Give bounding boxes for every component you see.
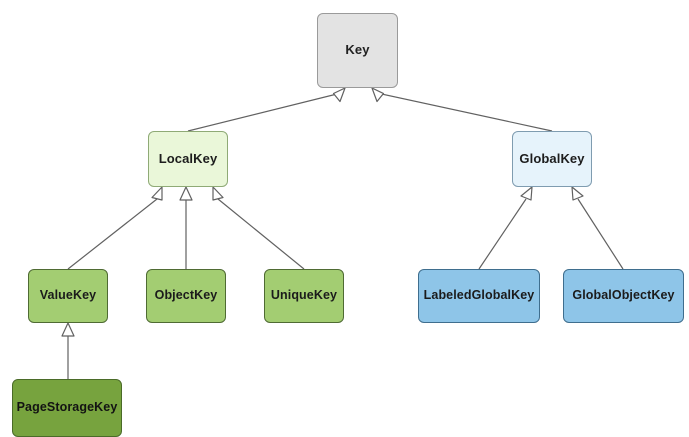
class-node-globalobjectkey-label: GlobalObjectKey (572, 288, 675, 303)
class-node-globalkey[interactable]: GlobalKey (512, 131, 592, 187)
class-node-globalobjectkey[interactable]: GlobalObjectKey (563, 269, 684, 323)
edge-valuekey-to-localkey (67, 186, 163, 270)
edge-globalobjectkey-to-globalkey (571, 186, 624, 270)
class-node-globalkey-label: GlobalKey (519, 150, 585, 166)
class-node-labeledglobalkey[interactable]: LabeledGlobalKey (418, 269, 540, 323)
edge-labeledglobalkey-to-globalkey (478, 186, 533, 270)
class-node-uniquekey[interactable]: UniqueKey (264, 269, 344, 323)
class-node-labeledglobalkey-label: LabeledGlobalKey (423, 288, 535, 303)
edge-pagestoragekey-to-valuekey (61, 322, 75, 379)
class-node-objectkey[interactable]: ObjectKey (146, 269, 226, 323)
edge-uniquekey-to-localkey (212, 186, 305, 270)
class-node-localkey[interactable]: LocalKey (148, 131, 228, 187)
class-node-pagestoragekey-label: PageStorageKey (16, 400, 118, 415)
edge-localkey-to-key (187, 87, 346, 132)
class-node-objectkey-label: ObjectKey (154, 288, 218, 303)
class-node-localkey-label: LocalKey (158, 150, 218, 166)
class-node-key[interactable]: Key (317, 13, 398, 88)
class-node-key-label: Key (345, 42, 370, 58)
class-node-uniquekey-label: UniqueKey (270, 288, 338, 303)
class-node-valuekey[interactable]: ValueKey (28, 269, 108, 323)
class-node-valuekey-label: ValueKey (39, 288, 97, 303)
edge-globalkey-to-key (371, 87, 553, 132)
edge-objectkey-to-localkey (179, 186, 193, 269)
class-node-pagestoragekey[interactable]: PageStorageKey (12, 379, 122, 437)
